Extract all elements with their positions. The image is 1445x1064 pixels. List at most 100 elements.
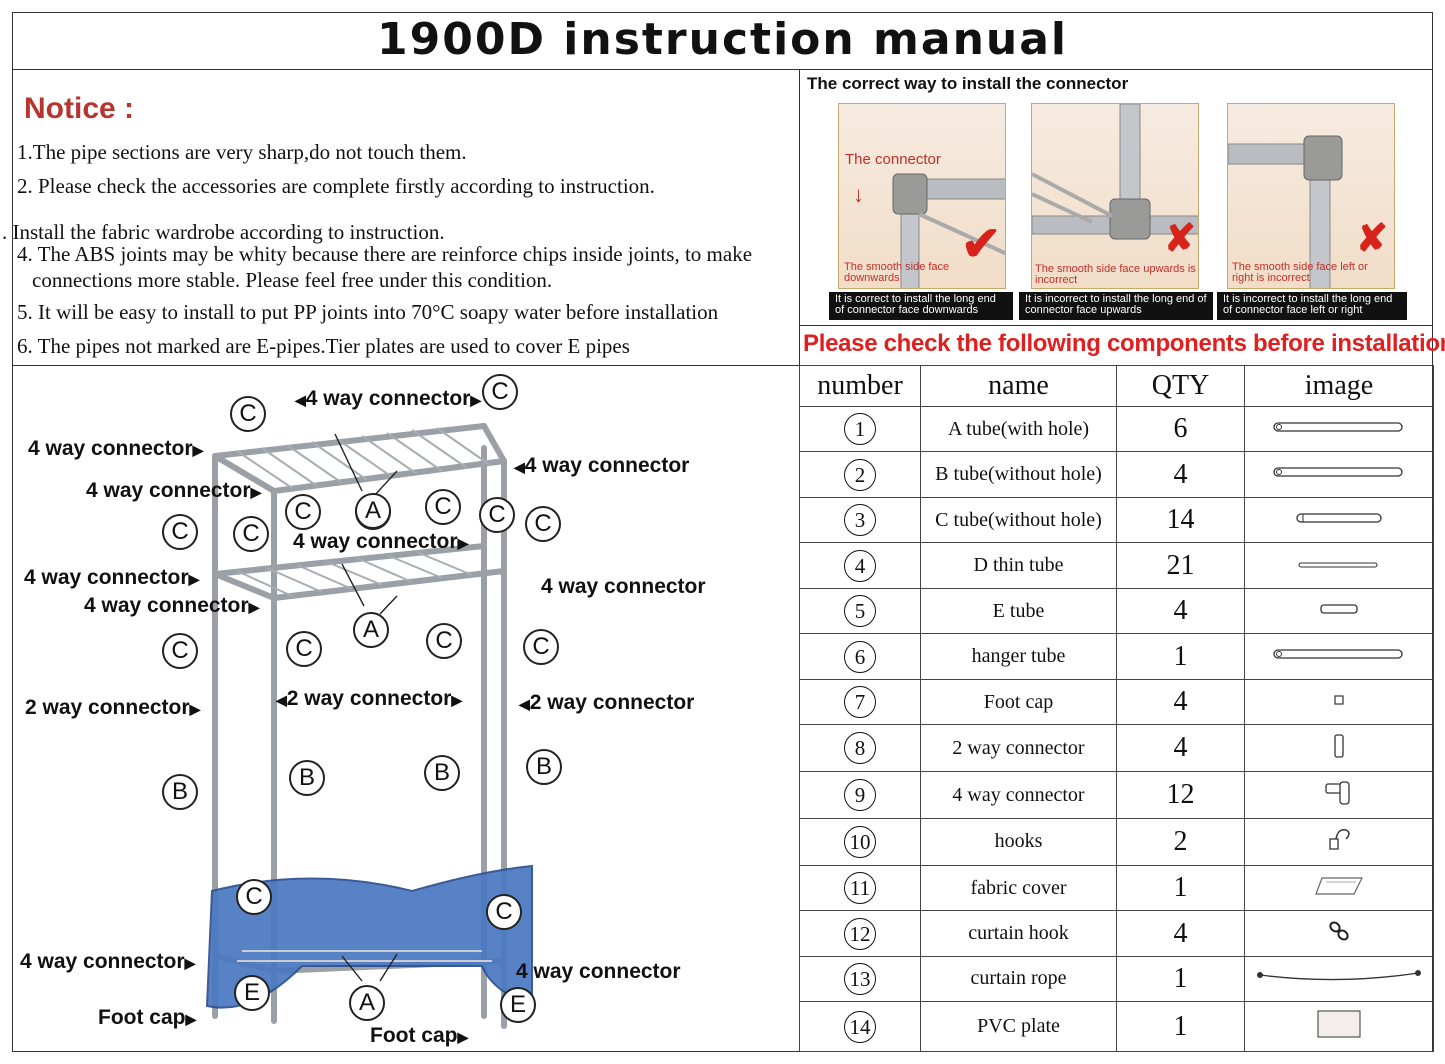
connector-label-text: Foot cap bbox=[370, 1024, 458, 1047]
part-name: fabric cover bbox=[920, 864, 1117, 912]
part-letter-e: E bbox=[500, 987, 536, 1023]
part-name: hooks bbox=[920, 817, 1117, 866]
label-2way-right: ◀2 way connector bbox=[519, 691, 694, 715]
connector-label-text: 4 way connector bbox=[524, 454, 690, 477]
foot-cap-icon bbox=[1332, 694, 1346, 711]
part-letter-b: B bbox=[289, 760, 325, 796]
cross-icon: ✘ bbox=[1164, 218, 1196, 260]
curtain-hook-icon bbox=[1326, 921, 1352, 948]
notice-line-6: 6. The pipes not marked are E-pipes.Tier… bbox=[17, 334, 630, 358]
part-number: 1 bbox=[799, 405, 921, 453]
connector-caption-upwards: It is incorrect to install the long end … bbox=[1019, 292, 1213, 320]
part-number-badge: 3 bbox=[844, 504, 876, 537]
label-4way-bottom-right: 4 way connector bbox=[516, 960, 681, 984]
part-number-badge: 7 bbox=[844, 686, 876, 719]
part-number: 8 bbox=[799, 724, 921, 773]
part-name: PVC plate bbox=[920, 1001, 1117, 1052]
part-qty: 4 bbox=[1116, 724, 1245, 773]
part-name: Foot cap bbox=[920, 678, 1117, 726]
part-image bbox=[1244, 771, 1434, 819]
arrow-left-icon: ◀ bbox=[295, 392, 306, 408]
label-4way-right-mid: 4 way connector bbox=[541, 575, 706, 599]
four-way-connector-icon bbox=[1323, 780, 1355, 811]
thin-tube-icon bbox=[1294, 557, 1384, 574]
part-image bbox=[1244, 451, 1434, 498]
part-letter-c: C bbox=[233, 516, 269, 552]
part-number-badge: 14 bbox=[844, 1010, 876, 1043]
part-image bbox=[1244, 678, 1434, 726]
part-number: 10 bbox=[799, 817, 921, 866]
connector-label-text: 4 way connector bbox=[305, 387, 471, 410]
part-qty: 1 bbox=[1116, 633, 1245, 680]
photo-overlay-note: The smooth side face upwards is incorrec… bbox=[1035, 263, 1196, 286]
label-4way-left-mid-inner: 4 way connector▶ bbox=[84, 594, 259, 618]
label-4way-right-top: ◀4 way connector bbox=[514, 454, 689, 478]
part-qty: 12 bbox=[1116, 771, 1245, 819]
part-name: E tube bbox=[920, 587, 1117, 635]
arrow-down-icon: ↓ bbox=[853, 182, 864, 207]
long-tube-icon bbox=[1269, 421, 1409, 438]
connector-photo-image bbox=[1032, 104, 1198, 240]
connector-photo-upwards: ✘ The smooth side face upwards is incorr… bbox=[1031, 103, 1199, 289]
connector-photo-sideways: ✘ The smooth side face left or right is … bbox=[1227, 103, 1395, 289]
wardrobe-frame-diagram bbox=[205, 423, 533, 1029]
connector-caption-sideways: It is incorrect to install the long end … bbox=[1217, 292, 1407, 320]
arrow-right-icon: ▶ bbox=[192, 442, 204, 458]
table-header-row: number name QTY image bbox=[799, 365, 1434, 407]
part-number-badge: 9 bbox=[844, 779, 876, 812]
connector-label-text: 2 way connector bbox=[286, 687, 452, 710]
part-name: D thin tube bbox=[920, 542, 1117, 589]
short-tube-icon bbox=[1317, 603, 1362, 620]
arrow-right-icon: ▶ bbox=[457, 1029, 469, 1045]
connector-photo-correct: The connector ↓ ✔ The smooth side face d… bbox=[838, 103, 1006, 289]
label-2way-left: 2 way connector▶ bbox=[25, 696, 200, 720]
part-name: hanger tube bbox=[920, 633, 1117, 680]
header-qty: QTY bbox=[1116, 365, 1245, 407]
part-letter-c: C bbox=[236, 879, 272, 915]
part-qty: 4 bbox=[1116, 451, 1245, 498]
connector-label-text: 2 way connector bbox=[529, 691, 695, 714]
part-number: 13 bbox=[799, 955, 921, 1003]
part-image bbox=[1244, 724, 1434, 773]
notice-line-5: 5. It will be easy to install to put PP … bbox=[17, 300, 719, 324]
part-name: B tube(without hole) bbox=[920, 451, 1117, 498]
connector-label-text: Foot cap bbox=[98, 1006, 186, 1029]
part-name: 2 way connector bbox=[920, 724, 1117, 773]
header-name: name bbox=[920, 365, 1117, 407]
part-name: C tube(without hole) bbox=[920, 496, 1117, 544]
photo-overlay-note: The smooth side face downwards bbox=[844, 261, 950, 284]
part-qty: 2 bbox=[1116, 817, 1245, 866]
part-number: 9 bbox=[799, 771, 921, 819]
arrow-left-icon: ◀ bbox=[519, 696, 530, 712]
part-letter-c: C bbox=[479, 497, 515, 533]
connector-photo-image bbox=[1228, 135, 1343, 288]
arrow-right-icon: ▶ bbox=[451, 692, 463, 708]
part-number-badge: 13 bbox=[844, 962, 876, 995]
check-components-heading: Please check the following components be… bbox=[803, 330, 1445, 357]
part-qty: 1 bbox=[1116, 955, 1245, 1003]
part-number: 11 bbox=[799, 864, 921, 912]
part-letter-c: C bbox=[482, 374, 518, 410]
part-letter-a: A bbox=[349, 985, 385, 1021]
cross-icon: ✘ bbox=[1356, 218, 1388, 260]
connector-label-text: 4 way connector bbox=[293, 530, 458, 553]
part-letter-c: C bbox=[162, 514, 198, 550]
part-letter-b: B bbox=[162, 774, 198, 810]
part-qty: 1 bbox=[1116, 864, 1245, 912]
label-foot-cap-left: Foot cap▶ bbox=[98, 1006, 196, 1030]
notice-line-2: 2. Please check the accessories are comp… bbox=[17, 174, 655, 198]
long-tube-icon bbox=[1269, 466, 1409, 483]
part-number: 4 bbox=[799, 542, 921, 589]
part-letter-c: C bbox=[525, 506, 561, 542]
long-tube-icon bbox=[1269, 648, 1409, 665]
part-number-badge: 11 bbox=[844, 872, 876, 905]
connector-label-text: 4 way connector bbox=[541, 575, 706, 598]
connector-label-text: 4 way connector bbox=[84, 594, 249, 617]
part-image bbox=[1244, 864, 1434, 912]
